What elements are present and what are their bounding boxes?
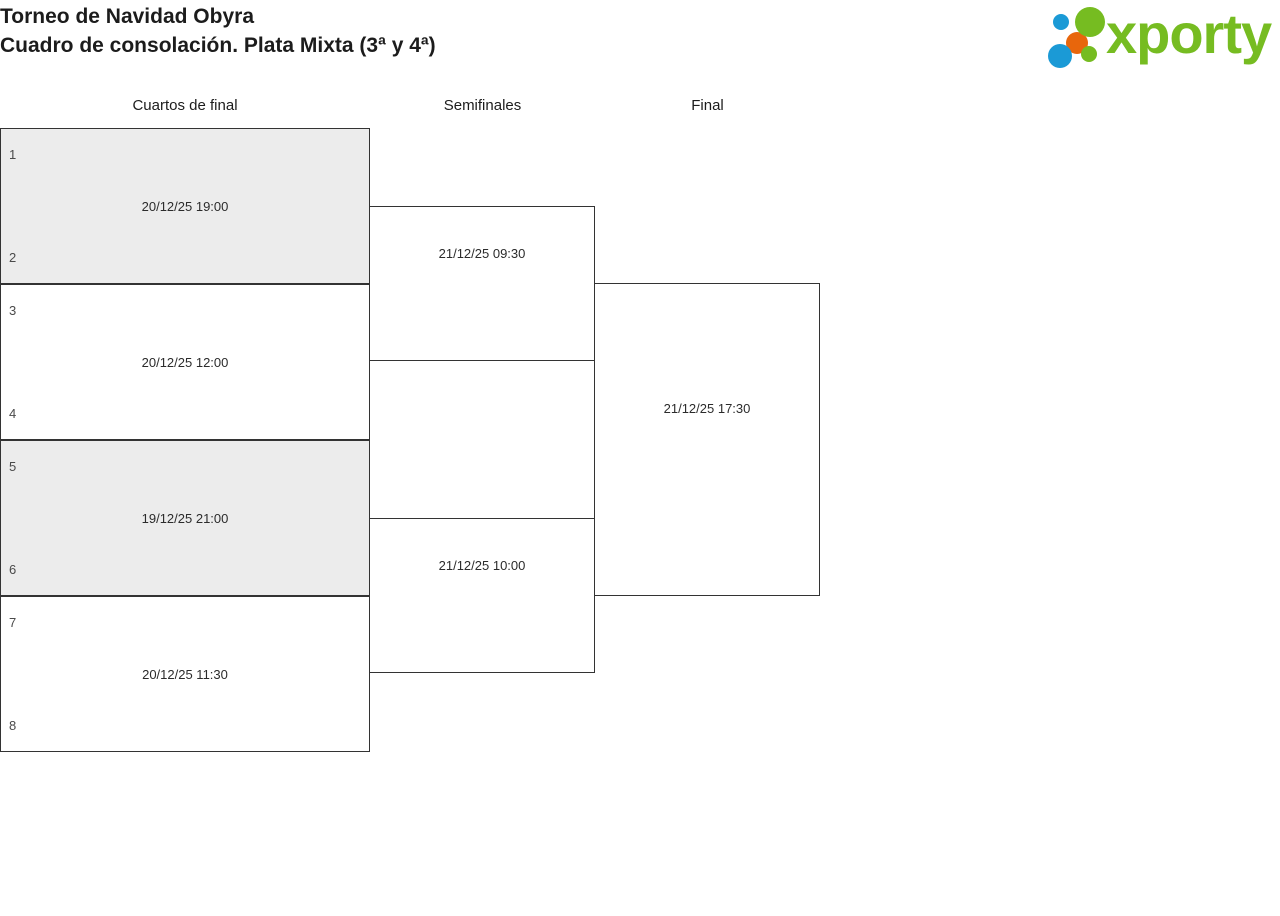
match-card-quarterfinal-2[interactable]: 3 4 20/12/25 12:00 (0, 284, 370, 440)
round-header-final: Final (691, 97, 724, 114)
match-card-semifinal-1[interactable]: 21/12/25 09:30 (369, 206, 595, 361)
seed-label-bottom: 4 (9, 406, 17, 421)
logo-dot-green-small-icon (1081, 46, 1097, 62)
match-datetime: 21/12/25 17:30 (663, 401, 751, 416)
match-card-semifinal-2[interactable]: 21/12/25 10:00 (369, 518, 595, 673)
match-datetime: 20/12/25 12:00 (141, 355, 229, 370)
match-card-quarterfinal-1[interactable]: 1 2 20/12/25 19:00 (0, 128, 370, 284)
seed-label-bottom: 8 (9, 718, 17, 733)
round-header-quarterfinals: Cuartos de final (132, 97, 238, 114)
match-card-final[interactable]: 21/12/25 17:30 (594, 283, 820, 596)
bracket-subtitle: Cuadro de consolación. Plata Mixta (3ª y… (0, 34, 436, 57)
seed-label-top: 7 (9, 615, 17, 630)
seed-label-bottom: 2 (9, 250, 17, 265)
match-datetime: 21/12/25 10:00 (438, 558, 526, 573)
xporty-logo[interactable]: xporty (1048, 2, 1276, 68)
match-datetime: 20/12/25 19:00 (141, 199, 229, 214)
seed-label-top: 1 (9, 147, 17, 162)
tournament-title: Torneo de Navidad Obyra (0, 5, 254, 28)
logo-wordmark: xporty (1106, 2, 1272, 65)
seed-label-top: 5 (9, 459, 17, 474)
logo-dot-green-large-icon (1075, 7, 1105, 37)
match-datetime: 20/12/25 11:30 (142, 667, 228, 682)
page-title: Torneo de Navidad Obyra Cuadro de consol… (0, 2, 436, 60)
seed-label-bottom: 6 (9, 562, 17, 577)
logo-dot-blue-large-icon (1048, 44, 1072, 68)
match-card-quarterfinal-3[interactable]: 5 6 19/12/25 21:00 (0, 440, 370, 596)
round-header-semifinals: Semifinales (443, 97, 522, 114)
match-datetime: 19/12/25 21:00 (141, 511, 229, 526)
logo-dot-blue-small-icon (1053, 14, 1069, 30)
logo-dots-icon (1048, 6, 1110, 68)
match-card-quarterfinal-4[interactable]: 7 8 20/12/25 11:30 (0, 596, 370, 752)
match-datetime: 21/12/25 09:30 (438, 246, 526, 261)
seed-label-top: 3 (9, 303, 17, 318)
